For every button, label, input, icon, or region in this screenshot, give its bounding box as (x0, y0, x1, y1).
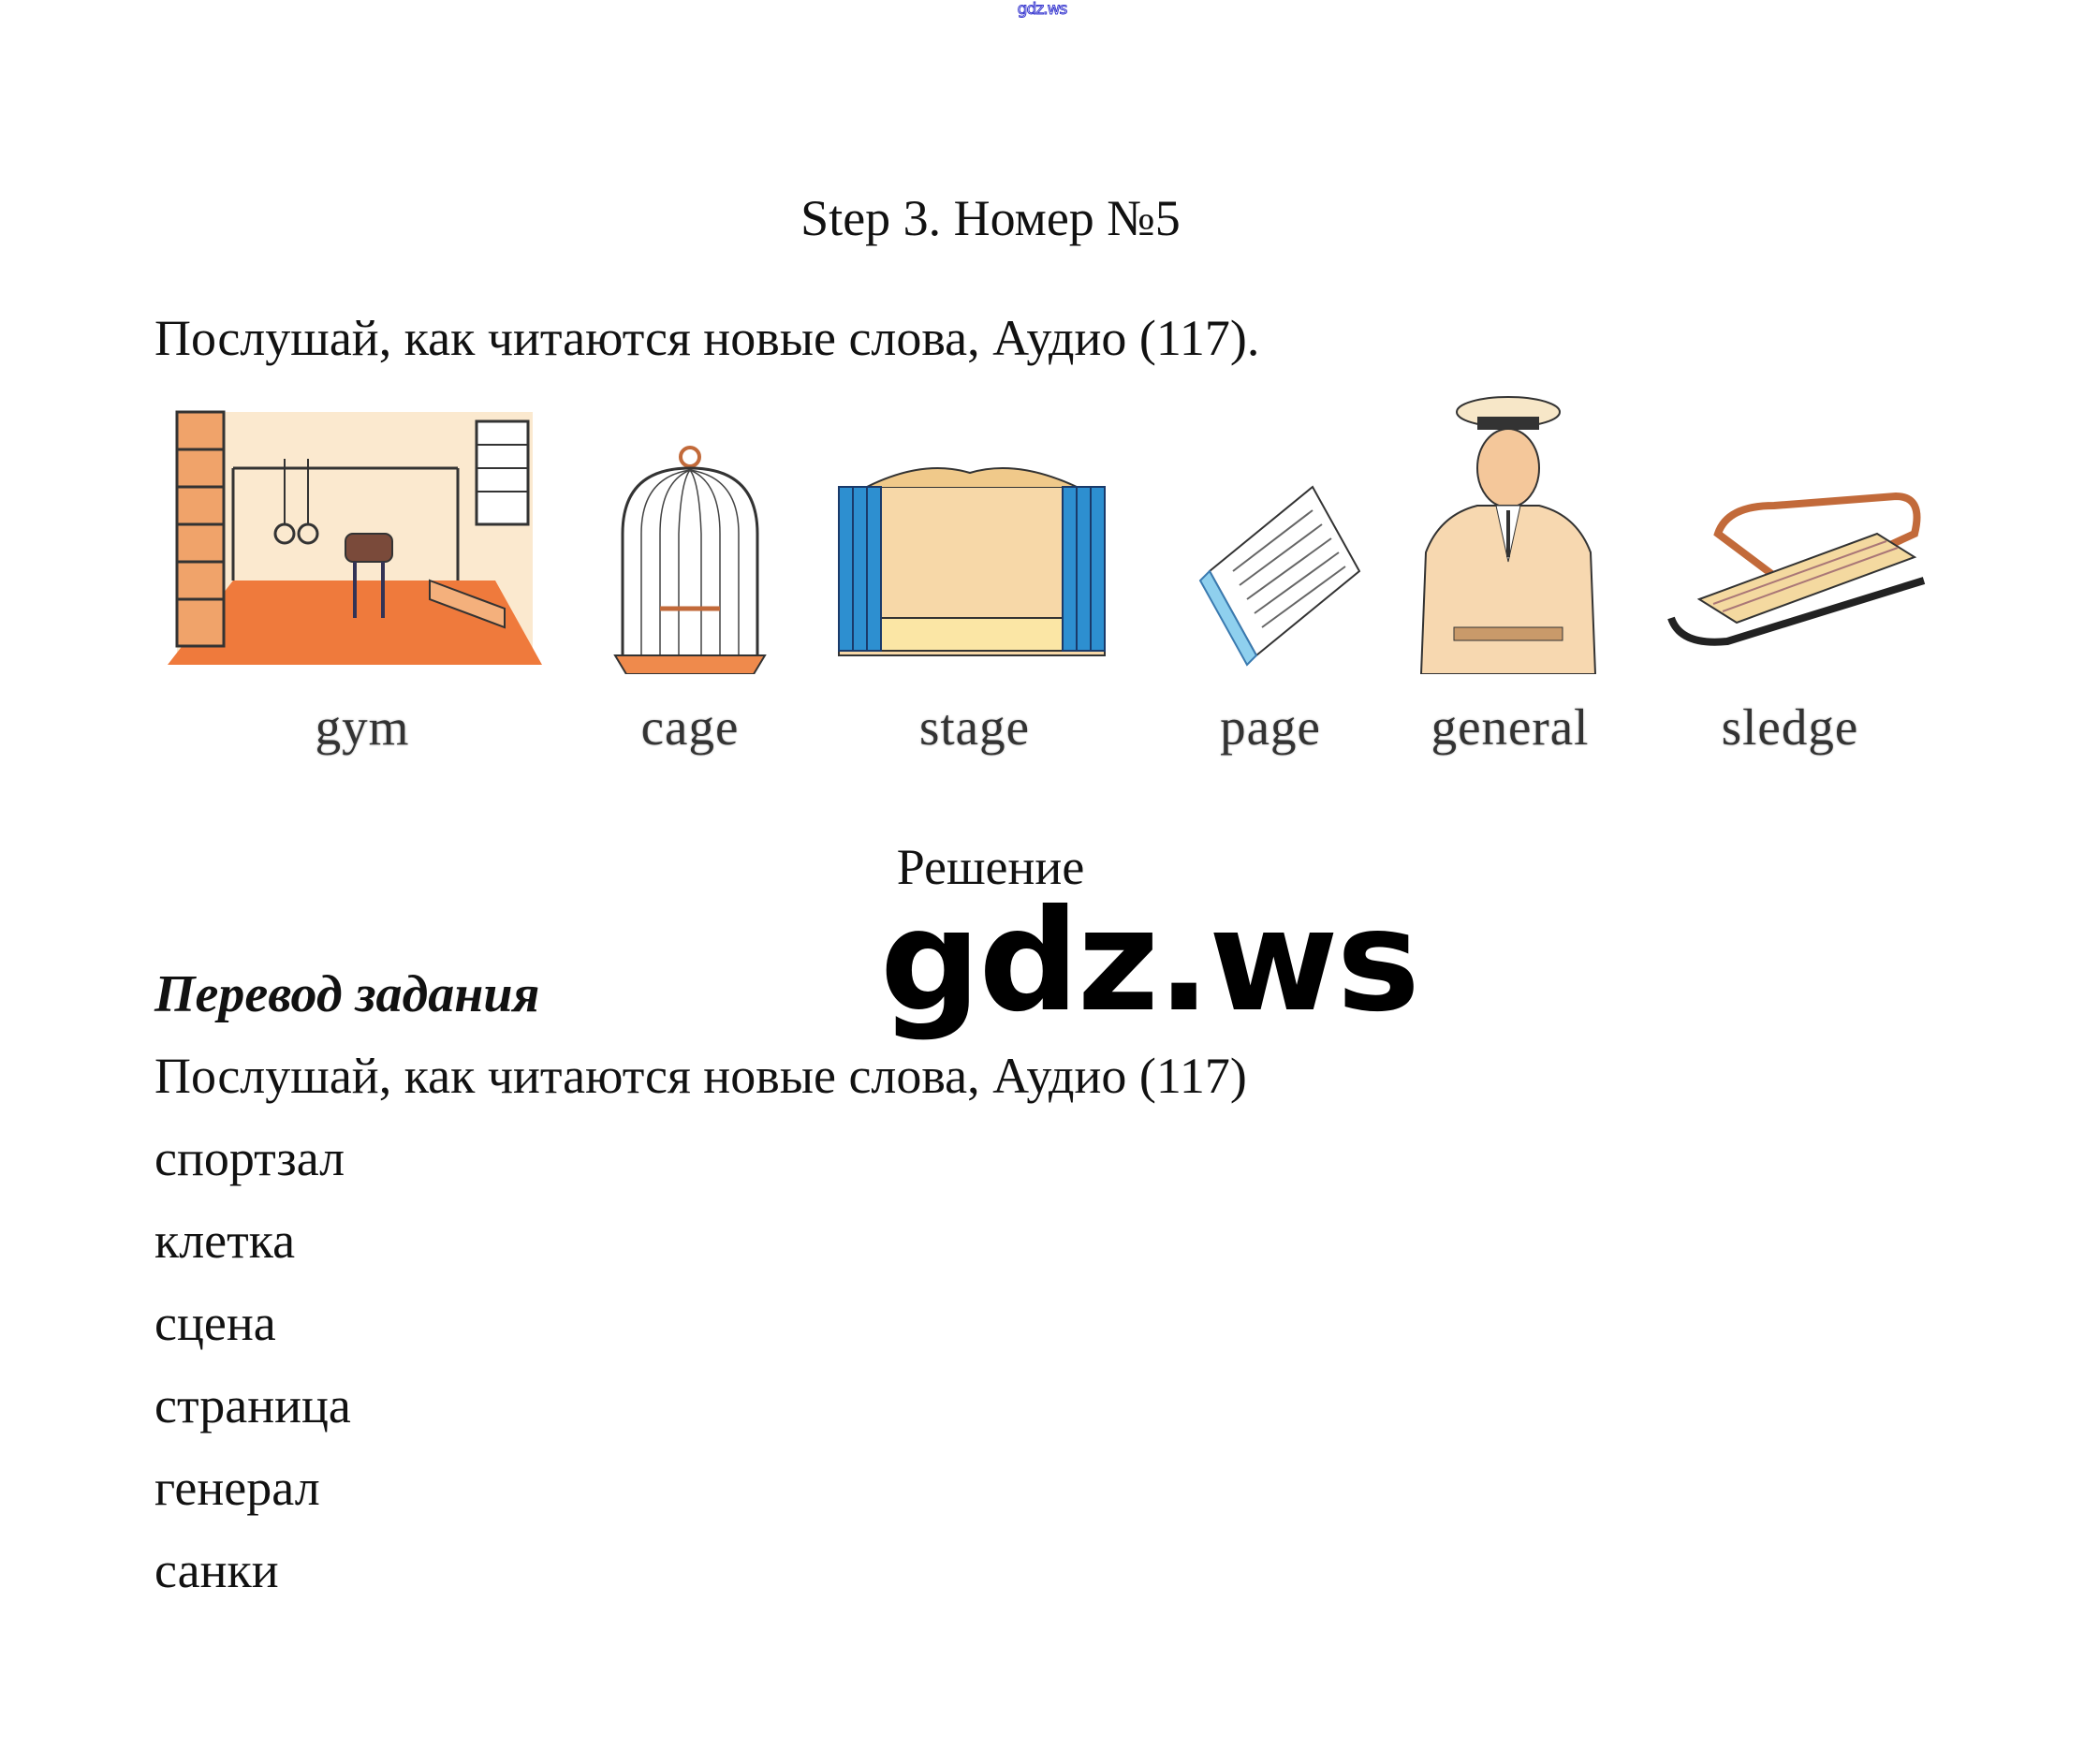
word-sledge: sledge (1721, 698, 1859, 756)
word-gym: gym (315, 698, 410, 756)
stage-illustration (838, 467, 1106, 656)
solution-heading: Решение (896, 839, 1085, 895)
translation-item: страница (154, 1377, 351, 1433)
task-instruction: Послушай, как читаются новые слова, Ауди… (154, 310, 1260, 366)
translation-item: генерал (154, 1460, 320, 1516)
word-page: page (1220, 698, 1321, 756)
general-illustration (1419, 396, 1597, 674)
watermark-logo: gdz.ws (880, 880, 1420, 1043)
word-cage: cage (640, 698, 740, 756)
word-stage: stage (918, 698, 1031, 756)
translation-instruction: Послушай, как читаются новые слова, Ауди… (154, 1048, 1247, 1104)
gym-illustration (168, 410, 542, 665)
translation-item: спортзал (154, 1130, 345, 1186)
sledge-illustration (1667, 492, 1926, 646)
translation-heading: Перевод задания (154, 965, 540, 1023)
translation-item: клетка (154, 1213, 296, 1269)
birdcage-illustration (613, 446, 767, 674)
watermark-top: gdz.ws (1017, 0, 1068, 20)
translation-item: санки (154, 1542, 279, 1598)
translation-item: сцена (154, 1295, 276, 1351)
page-title: Step 3. Номер №5 (800, 190, 1181, 246)
page-illustration (1198, 485, 1361, 667)
word-general: general (1431, 698, 1590, 756)
